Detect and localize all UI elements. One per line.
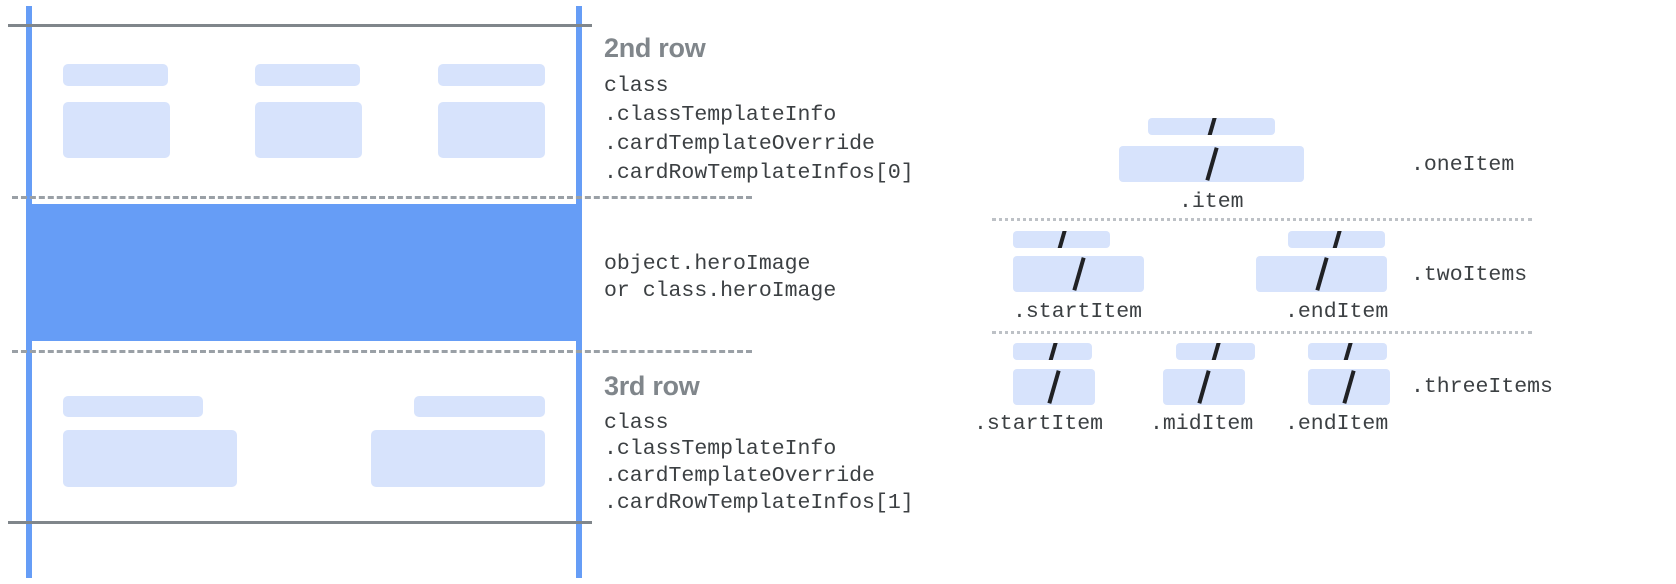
row2-label-placeholder-2 bbox=[255, 64, 360, 86]
hero-image-band bbox=[31, 204, 581, 341]
one-item-value-chip bbox=[1119, 146, 1304, 182]
second-row-code-line-2: .cardTemplateOverride bbox=[604, 132, 875, 156]
second-row-title: 2nd row bbox=[604, 33, 706, 63]
row3-label-placeholder-2 bbox=[414, 396, 545, 417]
slash-glyph bbox=[1342, 370, 1356, 404]
slash-glyph bbox=[1047, 343, 1058, 360]
card-bottom-border bbox=[8, 521, 592, 524]
two-three-items-divider bbox=[992, 331, 1532, 334]
three-items-end-caption: .endItem bbox=[1285, 412, 1389, 436]
slash-glyph bbox=[1210, 343, 1221, 360]
one-item-group-name: .oneItem bbox=[1411, 153, 1515, 177]
row2-value-placeholder-1 bbox=[63, 102, 170, 158]
three-items-start-value-chip bbox=[1013, 369, 1095, 405]
row2-label-placeholder-3 bbox=[438, 64, 545, 86]
three-items-group-name: .threeItems bbox=[1411, 375, 1553, 399]
row2-value-placeholder-3 bbox=[438, 102, 545, 158]
two-items-start-value-chip bbox=[1013, 256, 1144, 292]
three-items-start-caption: .startItem bbox=[974, 412, 1104, 436]
two-items-group-name: .twoItems bbox=[1411, 263, 1528, 287]
third-row-code-line-1: .classTemplateInfo bbox=[604, 437, 837, 461]
three-items-start-label-chip bbox=[1013, 343, 1092, 360]
two-items-start-caption: .startItem bbox=[1013, 300, 1143, 324]
card-top-border bbox=[8, 24, 592, 27]
slash-glyph bbox=[1056, 231, 1067, 248]
slash-glyph bbox=[1071, 257, 1086, 291]
hero-row3-divider bbox=[12, 350, 752, 353]
left-guide-rail bbox=[26, 6, 32, 578]
row2-hero-divider bbox=[12, 196, 752, 199]
slash-glyph bbox=[1342, 343, 1353, 360]
row3-value-placeholder-1 bbox=[63, 430, 237, 487]
slash-glyph bbox=[1197, 370, 1211, 404]
three-items-mid-label-chip bbox=[1176, 343, 1255, 360]
slash-glyph bbox=[1047, 370, 1061, 404]
hero-code-line-0: object.heroImage bbox=[604, 252, 811, 276]
third-row-code-line-2: .cardTemplateOverride bbox=[604, 464, 875, 488]
third-row-code-line-3: .cardRowTemplateInfos[1] bbox=[604, 491, 914, 515]
two-items-end-caption: .endItem bbox=[1285, 300, 1389, 324]
third-row-code-line-0: class bbox=[604, 411, 669, 435]
second-row-code-line-0: class bbox=[604, 74, 669, 98]
three-items-end-value-chip bbox=[1308, 369, 1390, 405]
one-two-items-divider bbox=[992, 218, 1532, 221]
row2-value-placeholder-2 bbox=[255, 102, 362, 158]
slash-glyph bbox=[1314, 257, 1329, 291]
three-items-mid-caption: .midItem bbox=[1150, 412, 1254, 436]
slash-glyph bbox=[1204, 147, 1219, 181]
slash-glyph bbox=[1206, 118, 1217, 135]
three-items-end-label-chip bbox=[1308, 343, 1387, 360]
one-item-label-chip bbox=[1148, 118, 1275, 135]
row3-value-placeholder-2 bbox=[371, 430, 545, 487]
three-items-mid-value-chip bbox=[1163, 369, 1245, 405]
row2-label-placeholder-1 bbox=[63, 64, 168, 86]
second-row-code-line-3: .cardRowTemplateInfos[0] bbox=[604, 161, 914, 185]
hero-code-line-1: or class.heroImage bbox=[604, 279, 837, 303]
two-items-start-label-chip bbox=[1013, 231, 1110, 248]
slash-glyph bbox=[1331, 231, 1342, 248]
two-items-end-value-chip bbox=[1256, 256, 1387, 292]
third-row-title: 3rd row bbox=[604, 371, 700, 401]
one-item-caption: .item bbox=[1179, 190, 1244, 214]
row3-label-placeholder-1 bbox=[63, 396, 203, 417]
second-row-code-line-1: .classTemplateInfo bbox=[604, 103, 837, 127]
two-items-end-label-chip bbox=[1288, 231, 1385, 248]
